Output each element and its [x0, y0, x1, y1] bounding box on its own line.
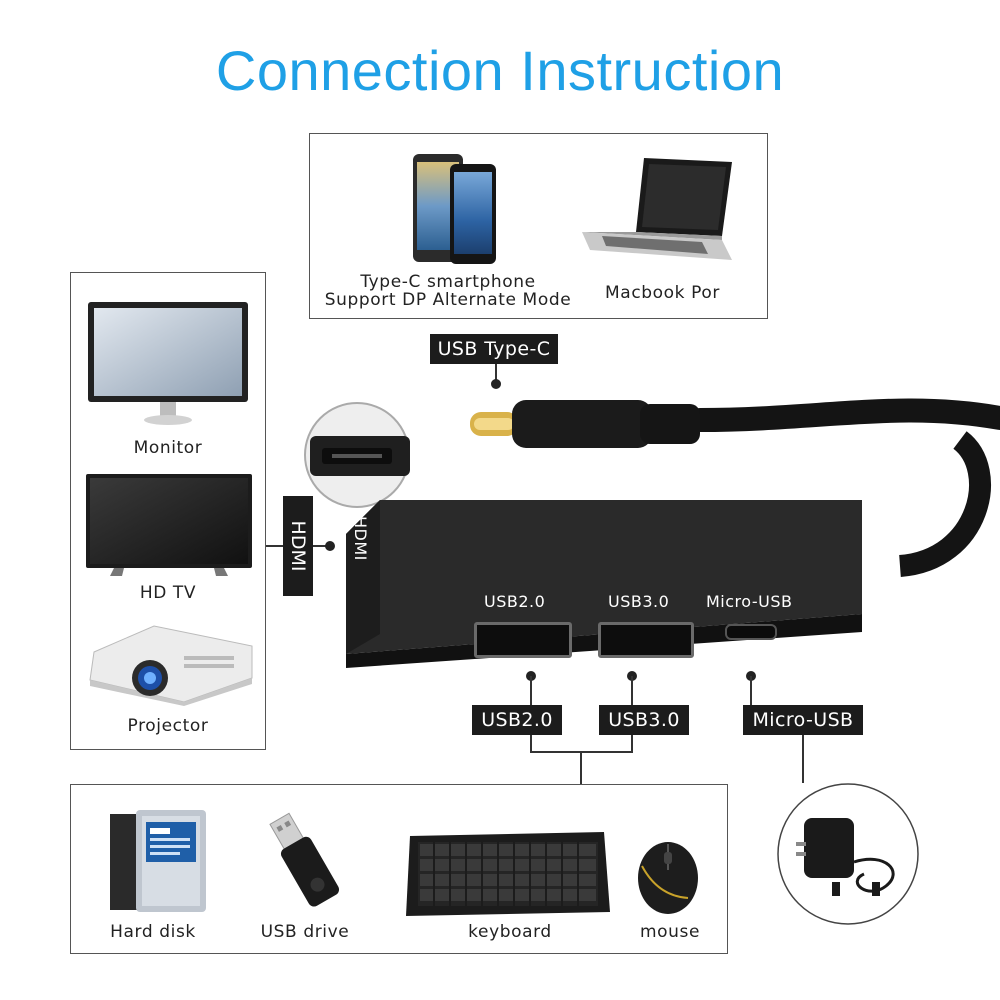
usb2-tag: USB2.0: [472, 705, 562, 735]
usb2-leader: [530, 676, 532, 706]
hdmi-left-leader: [266, 545, 283, 547]
smartphone-caption-line1: Type-C smartphone: [360, 272, 536, 292]
monitor-caption: Monitor: [133, 438, 203, 458]
usb3-tag: USB3.0: [599, 705, 689, 735]
usb-bracket-stem: [580, 751, 582, 784]
keyboard-icon: [406, 832, 610, 916]
usb-type-c-dot: [491, 379, 501, 389]
projector-icon: [89, 625, 253, 706]
charger-icon: [777, 783, 919, 925]
hub-usb3-label: USB3.0: [608, 592, 670, 611]
hdmi-right-leader: [313, 545, 331, 547]
hdmi-dot: [325, 541, 335, 551]
monitor-icon: [88, 302, 248, 425]
usb-drive-icon: [269, 812, 340, 907]
usb-c-plug: [470, 400, 700, 448]
hub-micro-usb-label: Micro-USB: [706, 592, 793, 611]
micro-usb-leader: [750, 676, 752, 706]
projector-caption: Projector: [127, 716, 209, 736]
hard-disk-icon: [110, 810, 206, 912]
usb3-leader: [631, 676, 633, 706]
usb2-port[interactable]: [474, 622, 572, 658]
usb3-port[interactable]: [598, 622, 694, 658]
usb3-drop-line: [631, 735, 633, 752]
mouse-caption: mouse: [639, 922, 701, 942]
usb-type-c-tag: USB Type-C: [430, 334, 558, 364]
hdmi-tag: HDMI: [283, 496, 313, 596]
micro-usb-port[interactable]: [725, 624, 777, 640]
tv-icon: [86, 474, 252, 576]
keyboard-caption: keyboard: [468, 922, 552, 942]
laptop-caption: Macbook Por: [605, 283, 720, 303]
tv-caption: HD TV: [139, 583, 197, 603]
mouse-icon: [638, 842, 698, 914]
smartphone-icon: [413, 154, 496, 264]
hdmi-port-zoom: [304, 402, 410, 508]
smartphone-caption-line2: Support DP Alternate Mode: [324, 290, 572, 310]
hard-disk-caption: Hard disk: [110, 922, 196, 942]
laptop-icon: [582, 158, 732, 260]
page-title: Connection Instruction: [215, 39, 785, 102]
usb-drive-caption: USB drive: [260, 922, 350, 942]
usb-type-c-leader: [495, 364, 497, 386]
usb2-drop-line: [530, 735, 532, 752]
hub-hdmi-label: HDMI: [351, 516, 370, 561]
micro-usb-drop-line: [802, 735, 804, 783]
hub-usb2-label: USB2.0: [484, 592, 546, 611]
micro-usb-tag: Micro-USB: [743, 705, 863, 735]
